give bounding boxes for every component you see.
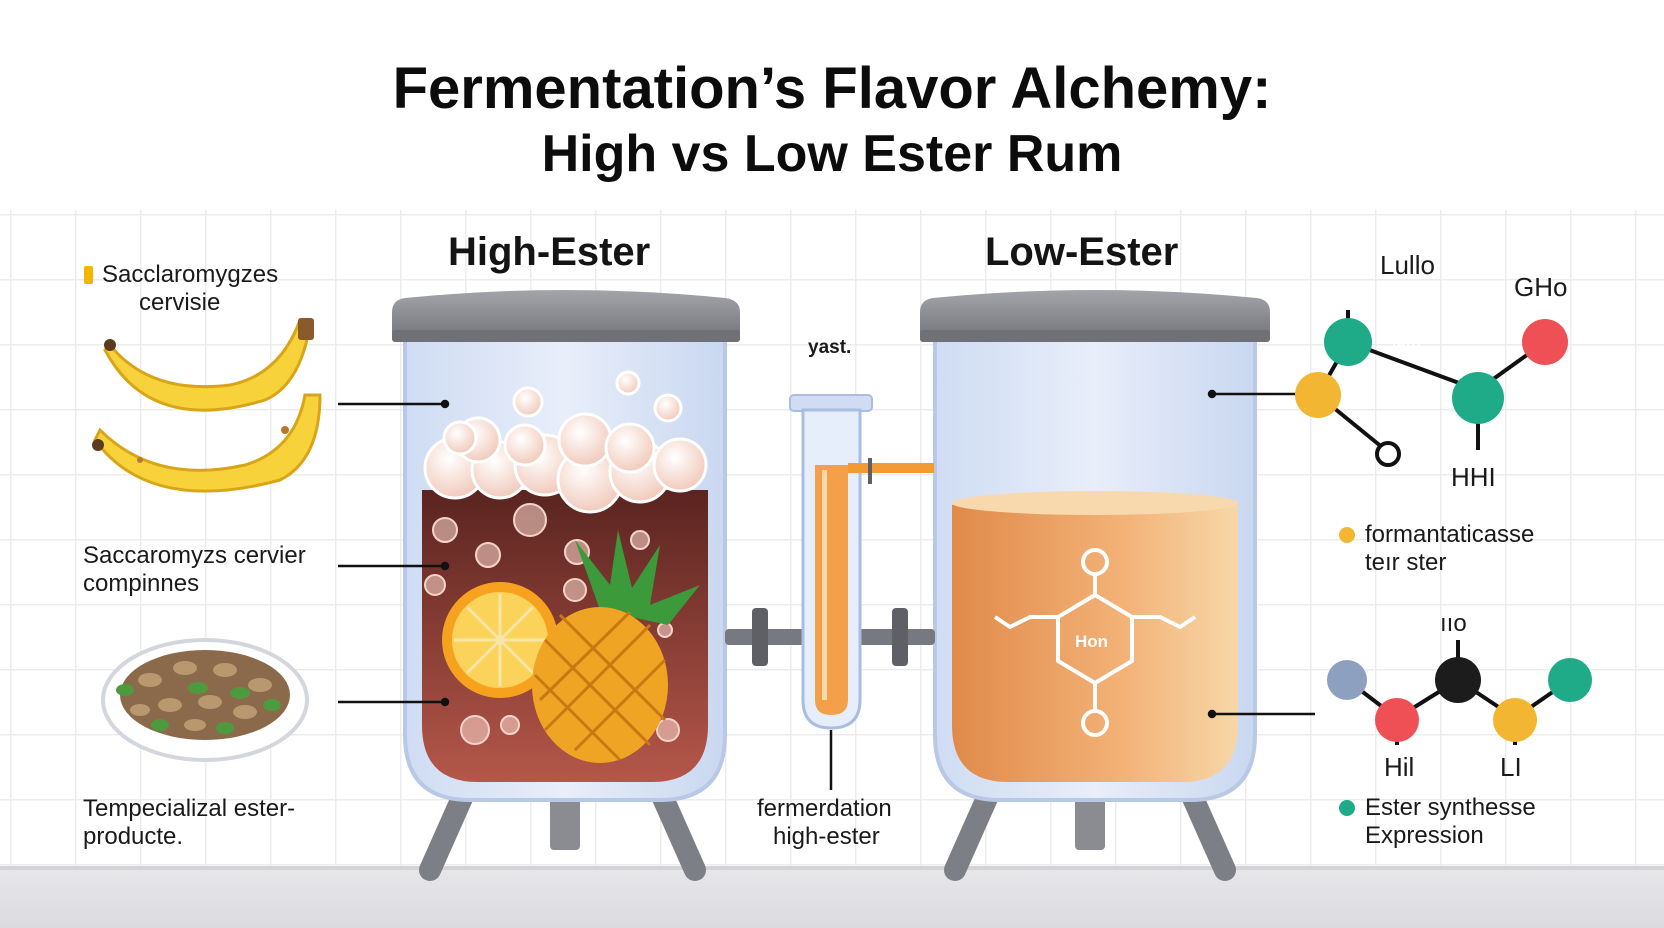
yeast-label-line1: Sacclaromygzes (102, 261, 279, 288)
yeast-tube-label: yast. (808, 337, 852, 358)
fermentation-label-line2: high-ester (773, 823, 880, 850)
products-label-line2: producte. (83, 823, 184, 850)
legend-teal-dot (1339, 800, 1355, 816)
floor (0, 870, 1664, 928)
test-tube-icon (789, 394, 934, 790)
fermentation-label-line1: fermerdation (757, 795, 892, 822)
compounds-label-line1: Saccaromyzs cervier (83, 542, 306, 569)
yeast-label-line2: cervisie (139, 289, 221, 316)
mol1-center-label: lum (1392, 330, 1422, 350)
molecule-diagram-2 (1327, 640, 1592, 745)
pointer-lines (338, 389, 1315, 719)
orange-slice-icon (442, 582, 558, 698)
floor-edge (0, 866, 1664, 872)
title-line-1: Fermentation’s Flavor Alchemy: (392, 56, 1272, 121)
mol2-left-label: Hil (1384, 752, 1415, 782)
foam-bubbles (423, 370, 708, 514)
products-label-line1: Tempecializal ester- (83, 795, 296, 822)
mol2-top-label: ııo (1440, 610, 1467, 637)
legend1-line1: formantaticasse (1365, 521, 1535, 548)
title-line-2: High vs Low Ester Rum (541, 125, 1123, 183)
low-ester-tank (920, 290, 1270, 881)
high-ester-heading: High-Ester (448, 230, 651, 274)
legend2-line1: Ester synthesse (1365, 794, 1536, 821)
banana-icon (92, 317, 322, 493)
molecule-diagram-1 (1295, 310, 1568, 467)
liquid-bubbles (424, 503, 680, 745)
ring-label: Hon (1075, 632, 1109, 651)
molecule-icon (993, 548, 1197, 737)
yeast-marker (84, 266, 93, 284)
high-ester-tank (392, 290, 740, 881)
pineapple-icon (532, 530, 700, 763)
mol1-right-label: GHo (1514, 272, 1568, 302)
legend1-line2: teır ster (1365, 549, 1447, 576)
dish-icon (101, 638, 309, 762)
mol2-right-label: LI (1500, 752, 1522, 782)
mol1-top-label: Lullo (1380, 250, 1435, 280)
legend-yellow-dot (1339, 527, 1355, 543)
mol1-bottom-label: HHI (1451, 462, 1496, 492)
low-ester-heading: Low-Ester (985, 230, 1179, 274)
legend2-line2: Expression (1365, 822, 1484, 849)
compounds-label-line2: compinnes (83, 570, 200, 597)
